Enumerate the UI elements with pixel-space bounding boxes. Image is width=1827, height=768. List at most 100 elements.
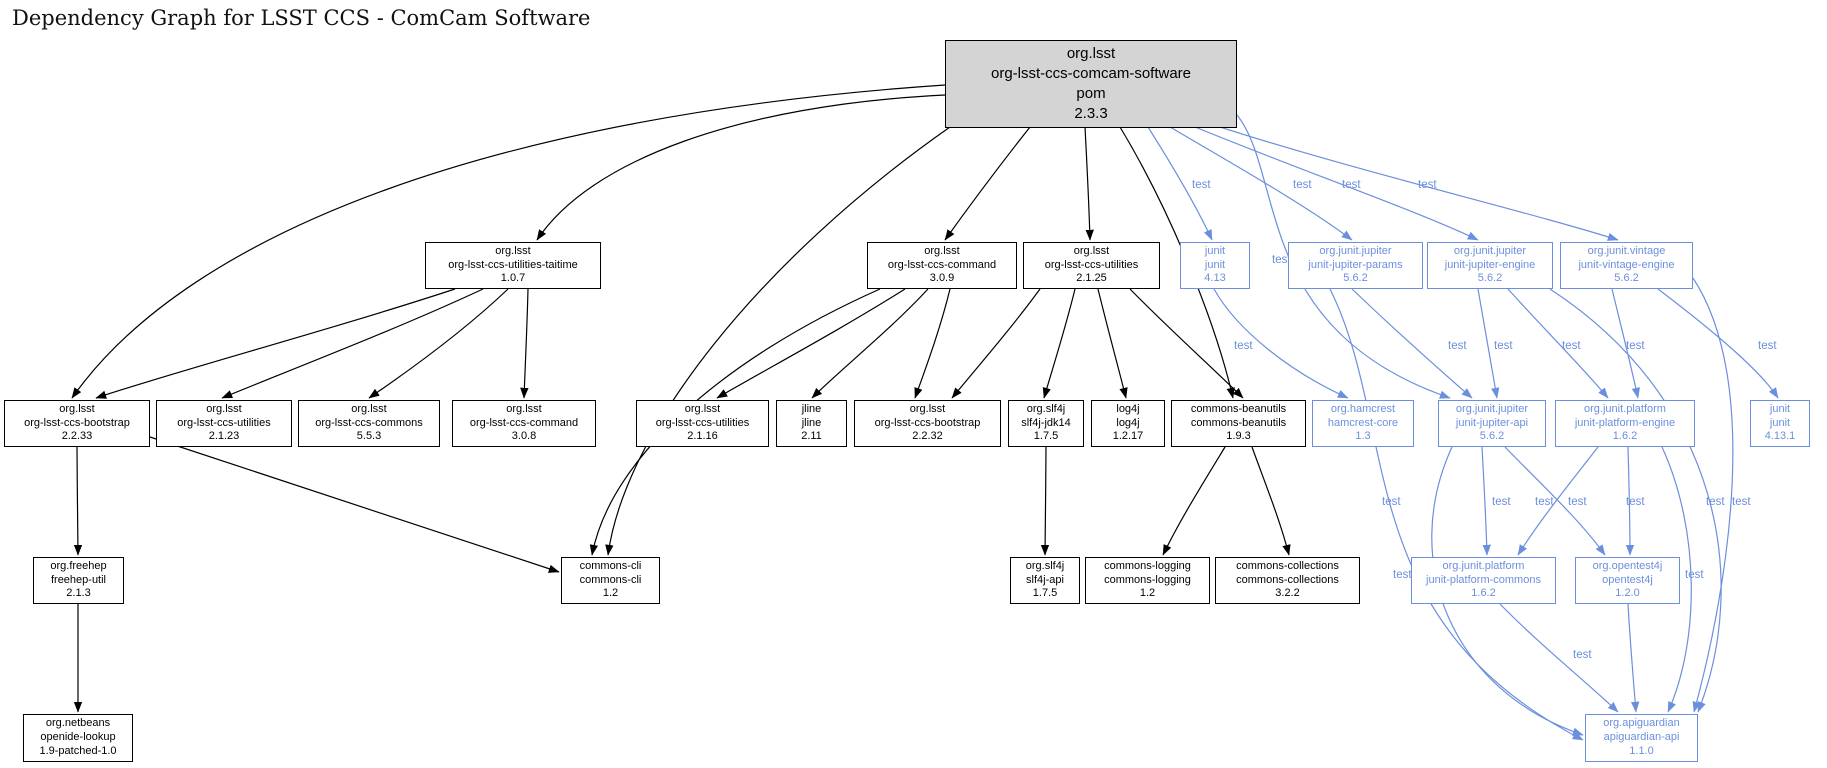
edge-scope-label: test (1272, 254, 1291, 266)
node-label-line: hamcrest-core (1327, 416, 1399, 429)
node-label-line: 2.2.32 (912, 430, 943, 443)
node-label-line: freehep-util (50, 573, 107, 586)
node-label-line: 1.0.7 (500, 272, 526, 285)
node-label-line: 1.6.2 (1471, 587, 1496, 600)
dependency-edge-bootstrap2233-commonscli (149, 436, 560, 573)
dependency-edge-platformengine-apiguardian (1661, 446, 1692, 713)
node-label-line: 2.1.23 (208, 430, 240, 443)
node-label-line: 2.1.25 (1076, 272, 1107, 285)
dependency-edge-utilities2125-beanutils (1129, 288, 1244, 399)
node-label-line: commons-beanutils (1190, 416, 1287, 429)
dependency-edge-jupiterengine-apiguardian (1549, 288, 1722, 713)
edge-scope-label: test (1535, 496, 1554, 508)
node-label-line: junit-jupiter-api (1455, 416, 1529, 429)
edge-scope-label: test (1342, 179, 1361, 191)
node-label-line: 5.6.2 (1614, 272, 1639, 285)
dependency-edge-jupiterengine-jupiterapi (1477, 288, 1500, 399)
node-label-line: org-lsst-ccs-comcam-software (990, 64, 1192, 82)
edge-scope-label: test (1393, 569, 1412, 581)
node-label-line: junit (1204, 258, 1226, 271)
node-label-line: junit (1769, 402, 1791, 415)
dependency-edge-utilities2125-bootstrap2232 (951, 288, 1041, 399)
node-label-line: log4j (1116, 416, 1140, 429)
node-label-line: org.junit.jupiter (1453, 244, 1527, 257)
node-label-line: 1.9.3 (1226, 430, 1251, 443)
dependency-edge-root-jupiterengine (1194, 126, 1479, 241)
node-label-line: org-lsst-ccs-utilities-taitime (448, 258, 578, 271)
node-label-line: org.lsst (684, 402, 721, 415)
node-label-line: org.freehep (50, 559, 107, 572)
node-label-line: commons-collections (1236, 559, 1339, 572)
dependency-edge-jupiterparams-apiguardian (1329, 288, 1584, 741)
node-label-line: 1.1.0 (1629, 744, 1654, 757)
node-label-line: 4.13.1 (1764, 430, 1796, 443)
edge-scope-label: test (1418, 179, 1437, 191)
edge-scope-label: test (1568, 496, 1587, 508)
dependency-edge-root-utilities2125 (1084, 126, 1094, 241)
edge-scope-label: test (1448, 340, 1467, 352)
node-label-line: org-lsst-ccs-command (887, 258, 997, 271)
dependency-edge-beanutils-commonscollections (1251, 446, 1291, 556)
dependency-edge-jupiterapi-platformcommons (1481, 446, 1491, 556)
node-label-line: org.junit.platform (1584, 402, 1666, 415)
dependency-edge-junit413-hamcrest (1213, 288, 1349, 399)
dependency-edge-root-jupiterparams (1169, 126, 1353, 241)
node-label-line: org.hamcrest (1330, 402, 1396, 415)
node-label-line: junit-jupiter-params (1308, 258, 1403, 271)
node-label-line: 3.2.2 (1275, 587, 1300, 600)
node-label-line: 2.3.3 (1074, 105, 1108, 123)
dependency-edge-jupiterparams-jupiterapi (1351, 288, 1473, 399)
node-label-line: org.slf4j (1025, 559, 1065, 572)
node-label-line: org-lsst-ccs-utilities (655, 416, 750, 429)
dependency-edge-root-junit413 (1147, 126, 1213, 241)
dependency-edge-root-taitime (536, 94, 946, 241)
node-label-line: opentest4j (1602, 573, 1653, 586)
edge-scope-label: test (1685, 569, 1704, 581)
node-label-line: commons-logging (1104, 573, 1191, 586)
dependency-edge-taitime-bootstrap2233 (95, 288, 456, 399)
node-label-line: org.lsst (909, 402, 946, 415)
dependency-edge-slf4jjdk14-slf4japi (1040, 446, 1050, 556)
node-label-line: jline (801, 416, 822, 429)
node-label-line: apiguardian-api (1603, 731, 1680, 744)
dependency-edge-root-bootstrap2233 (71, 84, 946, 399)
node-label-line: commons-cli (579, 559, 642, 572)
edge-scope-label: test (1573, 649, 1592, 661)
dependency-edge-root-jupiterapi (1236, 114, 1451, 399)
node-label-line: 5.5.3 (356, 430, 382, 443)
node-label-line: jline (801, 402, 822, 415)
dependency-edge-command309-bootstrap2232 (914, 288, 951, 399)
node-label-line: 1.2 (602, 587, 619, 600)
node-label-line: junit-vintage-engine (1578, 258, 1675, 271)
dependency-edge-jupiterapi-apiguardian (1431, 446, 1584, 736)
node-label-line: 5.6.2 (1343, 272, 1368, 285)
dependency-edge-root-vintageengine (1219, 126, 1619, 241)
edge-scope-label: test (1492, 496, 1511, 508)
node-label-line: org.junit.platform (1442, 559, 1525, 572)
dependency-edge-jupiterapi-opentest4j (1504, 446, 1606, 556)
dependency-edge-beanutils-commonslogging (1162, 446, 1226, 556)
edge-scope-label: test (1626, 340, 1645, 352)
edge-scope-label: test (1562, 340, 1581, 352)
dependency-edge-vintageengine-apiguardian (1692, 277, 1734, 713)
dependency-edge-utilities2125-log4j (1097, 288, 1128, 399)
